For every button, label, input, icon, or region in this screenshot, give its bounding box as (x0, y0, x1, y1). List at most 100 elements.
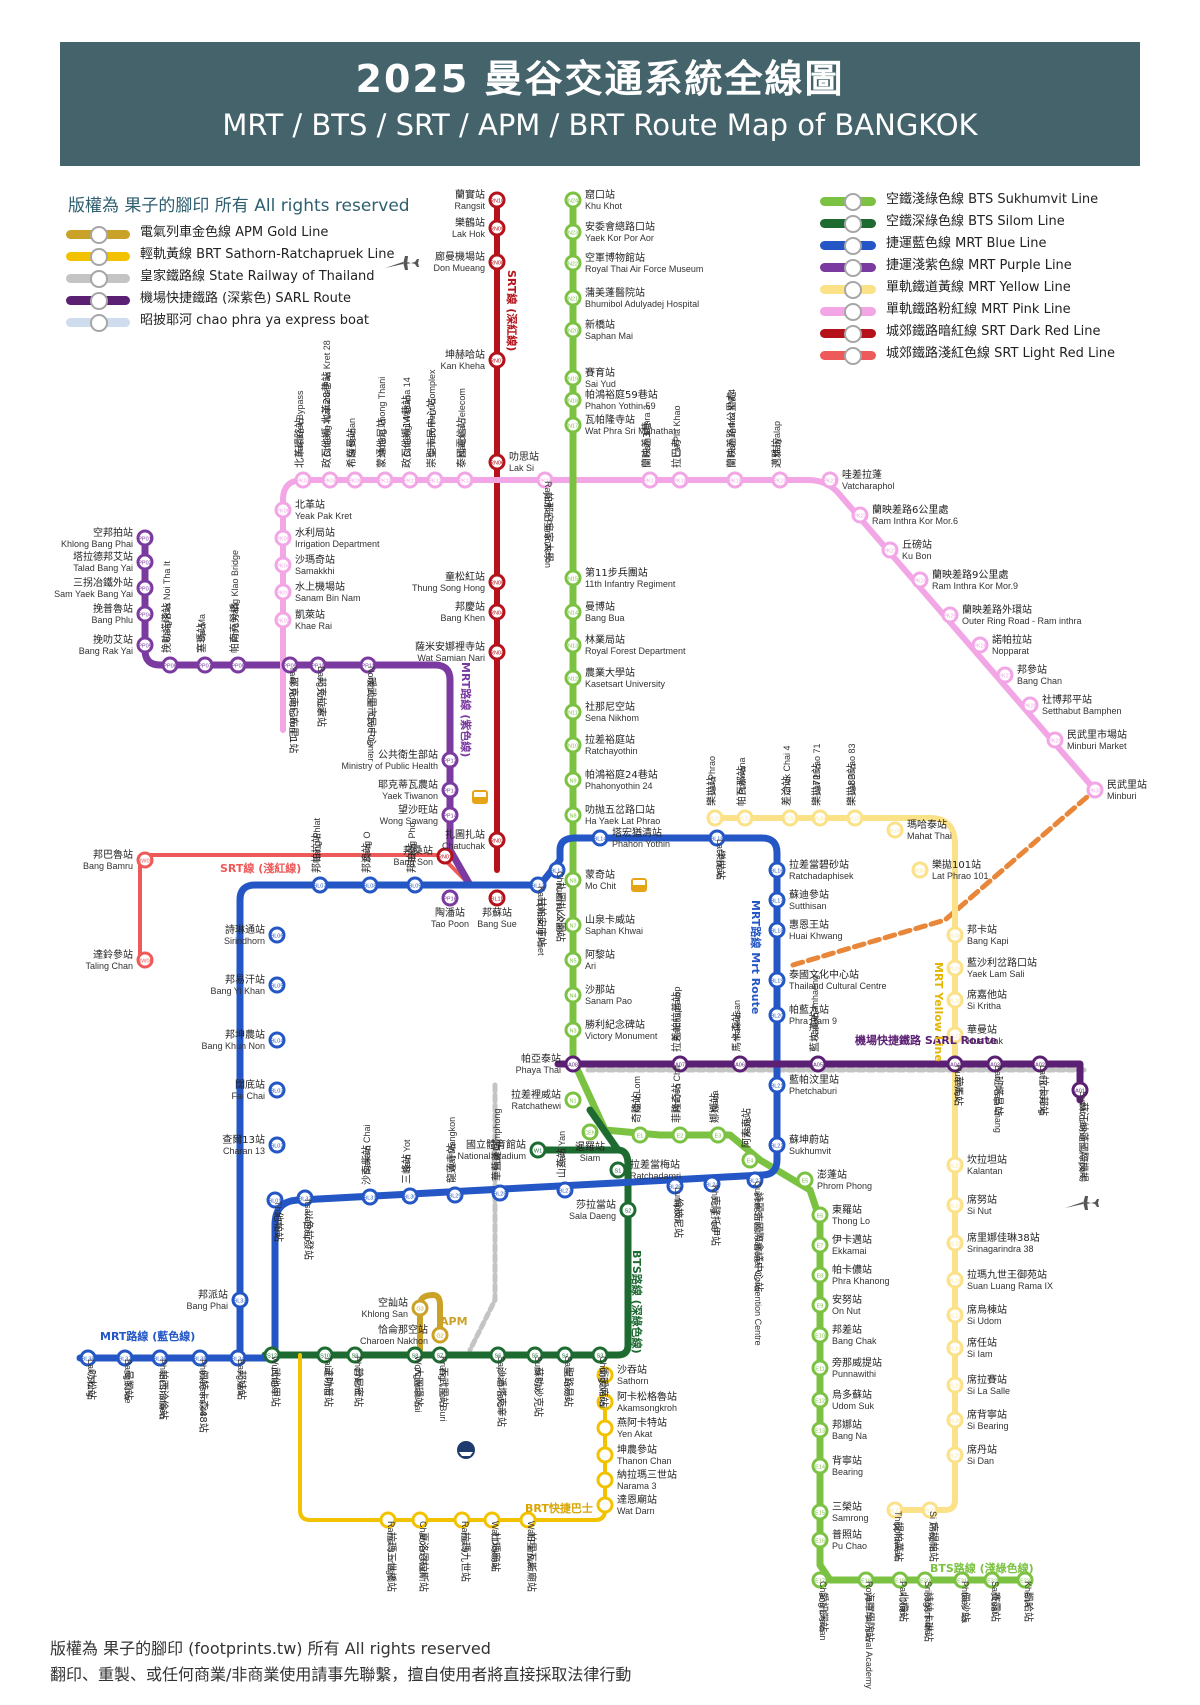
station-marker (768, 861, 786, 879)
station-marker (441, 806, 459, 824)
legend-label: 機場快捷鐵路 (深紫色) SARL Route (140, 291, 351, 306)
station-lumphini: BL25 (666, 1177, 684, 1195)
station-code: YL03 (784, 817, 797, 823)
mrt-blue-line-label: MRT路線 (藍色線) (100, 1329, 195, 1343)
station-code: N18 (568, 399, 578, 405)
station-name-zh: 藍沙利岔路口站 (967, 956, 1037, 969)
station-marker (596, 1446, 614, 1464)
station-name-en: Bang Bamru (83, 861, 133, 871)
station-marker (564, 986, 582, 1004)
station-pakkretbypass: PK07 (294, 471, 312, 489)
station-name-zh: 提帕萬站 (892, 1522, 905, 1562)
station-rama9b (453, 1511, 471, 1529)
station-marker (346, 471, 364, 489)
station-marker (456, 471, 474, 489)
station-marker (401, 1187, 419, 1205)
station-marker (581, 1123, 599, 1141)
station-latkrabang: A02 (1031, 1055, 1049, 1073)
station-siiam: YL18 (946, 1339, 964, 1357)
station-marker (641, 471, 659, 489)
station-silasalle: YL19 (946, 1376, 964, 1394)
station-marker (591, 1346, 609, 1364)
station-name-en: Khlong Bang Phai (61, 539, 133, 549)
station-bangkhunnon: BL04 (268, 1031, 286, 1049)
station-chatuchakpark: BL13 (548, 861, 566, 879)
station-sidan: YL21 (946, 1446, 964, 1464)
station-marker (453, 1511, 471, 1529)
station-bangchan: PK27 (996, 666, 1014, 684)
station-code: BL21 (771, 1084, 784, 1090)
station-marker (671, 1055, 689, 1073)
station-name-en: Lat Phrao (707, 756, 717, 795)
station-akhamsongkhroh (596, 1393, 614, 1411)
station-code: PK12 (428, 479, 441, 485)
legend-swatch (820, 325, 876, 343)
station-marker (564, 871, 582, 889)
station-code: YL17 (949, 1314, 962, 1320)
station-name-zh: 奇隆站 (630, 1093, 643, 1123)
station-marker (946, 1306, 964, 1324)
station-name-zh: 邦帕拉站 (310, 833, 323, 873)
station-name-en: Lat Phrao 83 (847, 743, 857, 795)
station-marker (294, 471, 312, 489)
station-code: YL05 (849, 817, 862, 823)
station-code: PK10 (378, 479, 391, 485)
station-marker (564, 1055, 582, 1073)
station-bangphlu: PP04 (136, 605, 154, 623)
station-name-en: Hua Mak (953, 1065, 963, 1102)
station-name-zh: 普尼密站 (352, 1367, 365, 1407)
station-changerawan: E17 (811, 1571, 829, 1589)
legend-swatch (820, 193, 876, 211)
station-name-zh: 望沙旺站 (398, 803, 438, 816)
station-code: PK15 (538, 479, 551, 485)
station-code: RN03 (490, 651, 504, 657)
station-marker (161, 656, 179, 674)
station-name-en: Bang Son (393, 857, 433, 867)
apm-line-label: APM (440, 1315, 468, 1328)
station-n18: N18 (564, 391, 582, 409)
station-marker (596, 1419, 614, 1437)
station-code: RN06 (490, 461, 504, 467)
station-cultural: BL19 (768, 971, 786, 989)
station-marker (731, 1055, 749, 1073)
station-petchaburi: BL21 (768, 1076, 786, 1094)
station-n5: N8 (564, 871, 582, 889)
station-marker (489, 1346, 507, 1364)
station-sutthisan: BL17 (768, 891, 786, 909)
station-code: E7 (817, 1244, 824, 1250)
station-name-en: Bang Na (832, 1431, 867, 1441)
station-name-zh: 蘭映差路外環站 (962, 603, 1032, 616)
station-name-zh: 闊底站 (235, 1078, 265, 1091)
station-code: BL34 (232, 1357, 245, 1363)
station-name-zh: 耶克蒂瓦農站 (378, 778, 438, 791)
station-name-en: Ram Inthra KM.4 (727, 389, 737, 457)
station-n9: N9 (564, 771, 582, 789)
station-name-zh: 邦慶站 (455, 600, 485, 613)
station-name-zh: 廊曼機場站 (435, 250, 485, 263)
station-code: BL09 (409, 884, 422, 890)
station-name-zh: 社博邦平站 (1042, 693, 1092, 706)
station-saphantaksin: S6 (489, 1346, 507, 1364)
station-marker (359, 656, 377, 674)
station-name-zh: 沙吞站 (617, 1363, 647, 1376)
station-marker (488, 253, 506, 271)
station-marker (946, 1271, 964, 1289)
legend-label: 城郊鐵路暗紅線 SRT Dark Red Line (886, 324, 1101, 339)
station-code: BL16 (771, 869, 784, 875)
station-name-en: Bang Khun Non (201, 1041, 265, 1051)
station-name-en: Chit Lom (632, 1076, 642, 1112)
station-name-en: Maiyalap (772, 421, 782, 457)
station-name-en: Ekkamai (832, 1246, 867, 1256)
station-name-zh: 山燕站 (555, 1148, 568, 1178)
